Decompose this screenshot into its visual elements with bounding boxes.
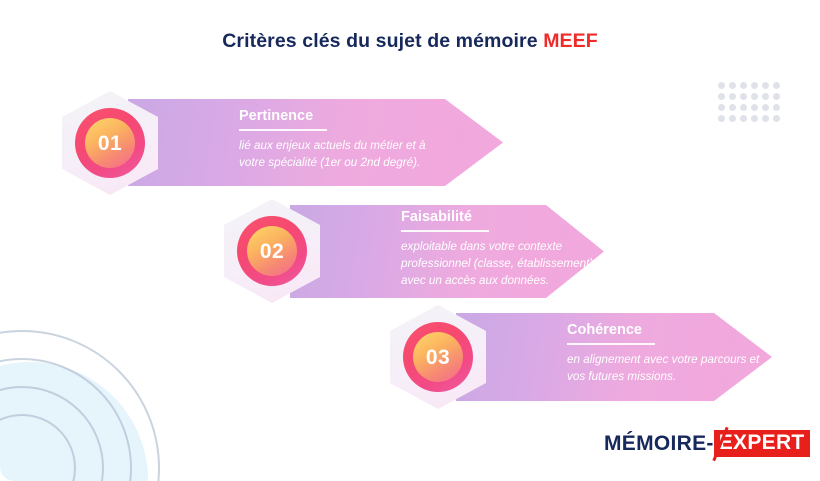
dot xyxy=(718,115,725,122)
banner-body xyxy=(290,205,546,298)
step-number-1: 01 xyxy=(97,131,123,155)
dot xyxy=(740,82,747,89)
criteria-row-2: Faisabilité exploitable dans votre conte… xyxy=(224,199,614,307)
badge-inner-circle: 03 xyxy=(413,332,463,382)
dot xyxy=(729,93,736,100)
dot-grid-decoration xyxy=(718,82,784,126)
criteria-row-3: Cohérence en alignement avec votre parco… xyxy=(390,305,780,415)
dot xyxy=(751,104,758,111)
dot xyxy=(718,93,725,100)
dot xyxy=(740,104,747,111)
dot xyxy=(762,82,769,89)
dot xyxy=(751,93,758,100)
banner-content-1: Pertinence lié aux enjeux actuels du mét… xyxy=(239,108,426,172)
dot xyxy=(751,115,758,122)
criteria-heading-1: Pertinence xyxy=(239,108,314,124)
banner-content-3: Cohérence en alignement avec votre parco… xyxy=(567,322,760,386)
badge-ring: 02 xyxy=(237,216,307,286)
dot xyxy=(718,104,725,111)
step-badge-2: 02 xyxy=(224,199,320,303)
logo-word: MÉMOIRE- xyxy=(604,431,714,455)
badge-ring: 03 xyxy=(403,322,473,392)
dot xyxy=(773,104,780,111)
dot xyxy=(729,104,736,111)
dot xyxy=(773,93,780,100)
page-title-main: Critères clés du sujet de mémoire xyxy=(222,30,544,52)
criteria-heading-3: Cohérence xyxy=(567,322,642,338)
dot xyxy=(773,82,780,89)
criteria-description-3: en alignement avec votre parcours et vos… xyxy=(567,352,760,383)
banner-content-2: Faisabilité exploitable dans votre conte… xyxy=(401,209,594,290)
dot xyxy=(773,115,780,122)
page-title-accent: MEEF xyxy=(543,30,598,52)
badge-inner-circle: 01 xyxy=(85,118,135,168)
step-badge-1: 01 xyxy=(62,91,158,195)
page-title: Critères clés du sujet de mémoire MEEF xyxy=(0,30,820,53)
dot xyxy=(762,115,769,122)
logo-box-wrapper: EXPERT xyxy=(712,426,810,462)
dot xyxy=(762,93,769,100)
banner-arrow-tip xyxy=(445,99,503,186)
dot xyxy=(718,82,725,89)
badge-ring: 01 xyxy=(75,108,145,178)
logo-boxed-word: EXPERT xyxy=(713,430,810,457)
heading-underline xyxy=(401,229,489,232)
banner-body xyxy=(456,313,714,401)
step-badge-3: 03 xyxy=(390,305,486,409)
dot xyxy=(729,115,736,122)
step-number-3: 03 xyxy=(425,345,451,369)
criteria-description-1: lié aux enjeux actuels du métier et à vo… xyxy=(239,138,426,169)
banner-2: Faisabilité exploitable dans votre conte… xyxy=(290,205,604,298)
criteria-heading-2: Faisabilité xyxy=(401,209,472,225)
criteria-description-2: exploitable dans votre contexte professi… xyxy=(401,239,594,287)
dot xyxy=(762,104,769,111)
dot xyxy=(740,115,747,122)
criteria-row-1: Pertinence lié aux enjeux actuels du mét… xyxy=(62,91,503,203)
heading-underline xyxy=(239,128,327,131)
dot xyxy=(751,82,758,89)
dot xyxy=(740,93,747,100)
heading-underline xyxy=(567,342,655,345)
step-number-2: 02 xyxy=(259,239,285,263)
banner-1: Pertinence lié aux enjeux actuels du mét… xyxy=(128,99,503,186)
brand-logo[interactable]: MÉMOIRE- EXPERT xyxy=(604,426,810,462)
banner-3: Cohérence en alignement avec votre parco… xyxy=(456,313,772,401)
badge-inner-circle: 02 xyxy=(247,226,297,276)
banner-body xyxy=(128,99,445,186)
dot xyxy=(729,82,736,89)
